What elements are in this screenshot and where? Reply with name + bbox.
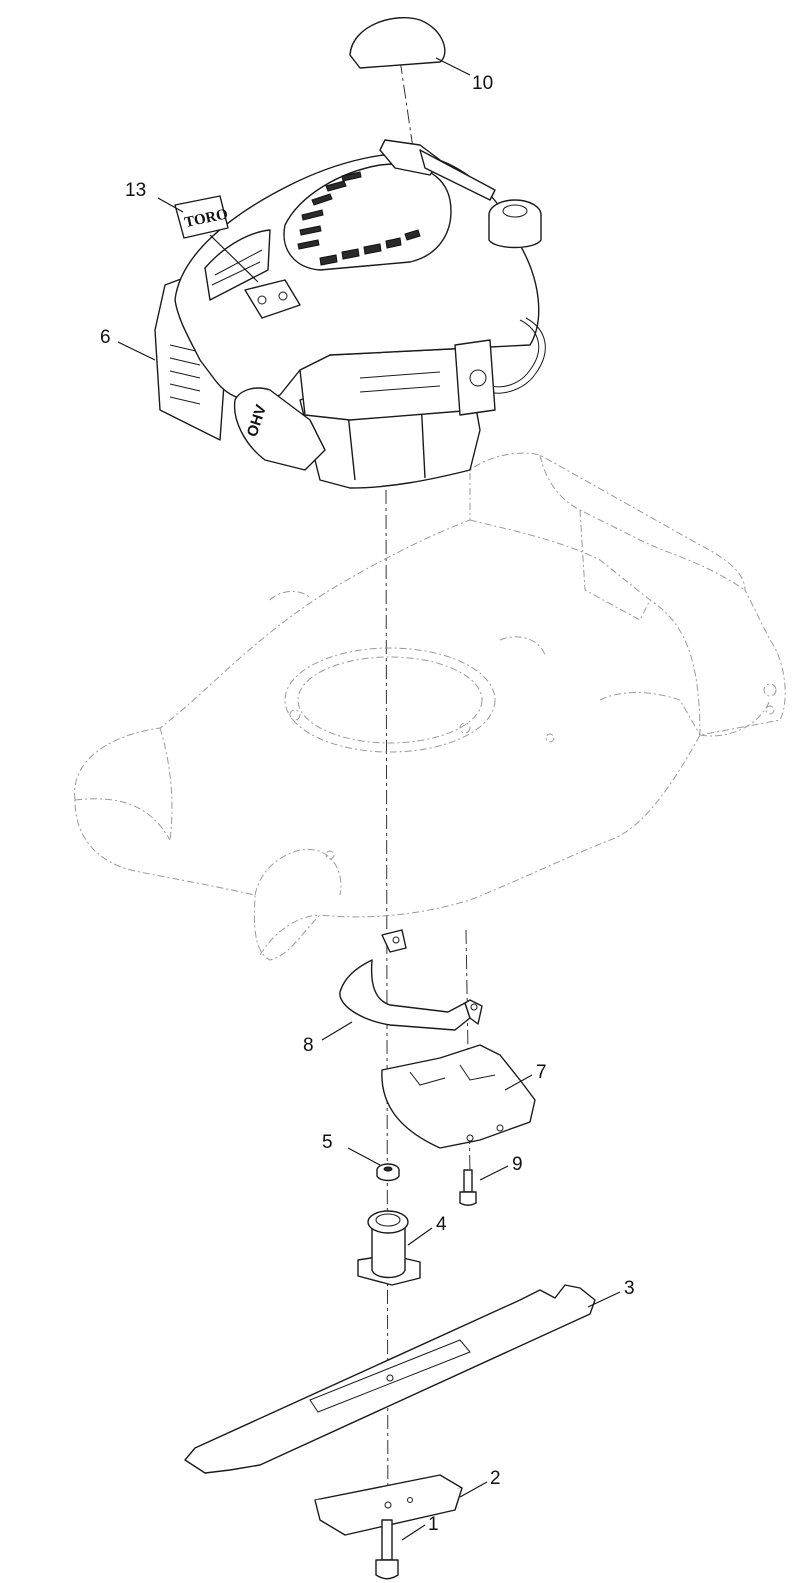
callout-3: 3 (624, 1278, 635, 1299)
callout-5: 5 (322, 1132, 333, 1153)
part-7-shield (381, 1044, 536, 1149)
muffler-vents (169, 344, 201, 405)
callout-4: 4 (436, 1214, 447, 1235)
part-4-blade-adapter (357, 1210, 421, 1286)
part-2-stiffener (314, 1474, 463, 1536)
part-13-toro-decal: TORO (174, 195, 229, 239)
mower-deck-phantom (74, 452, 786, 961)
shroud-vent-slots (297, 171, 421, 266)
part-9-bolt (459, 1169, 477, 1206)
part-8-baffle-bracket (339, 929, 483, 1031)
part-10-engine-cap (349, 16, 446, 69)
callout-7: 7 (536, 1062, 547, 1083)
callout-labels: 10 13 6 8 7 5 9 4 3 2 1 (100, 73, 635, 1535)
callout-1: 1 (428, 1514, 439, 1535)
callout-10: 10 (472, 73, 493, 94)
callout-leaders (117, 57, 621, 1541)
engine-assembly: OHV (154, 139, 546, 489)
part-1-blade-bolt (375, 1519, 399, 1580)
callout-8: 8 (303, 1035, 314, 1056)
callout-2: 2 (490, 1468, 501, 1489)
part-3-blade (184, 1284, 596, 1474)
callout-13: 13 (125, 180, 146, 201)
callout-6: 6 (100, 327, 111, 348)
part-5-washer (376, 1163, 400, 1182)
callout-9: 9 (512, 1154, 523, 1175)
